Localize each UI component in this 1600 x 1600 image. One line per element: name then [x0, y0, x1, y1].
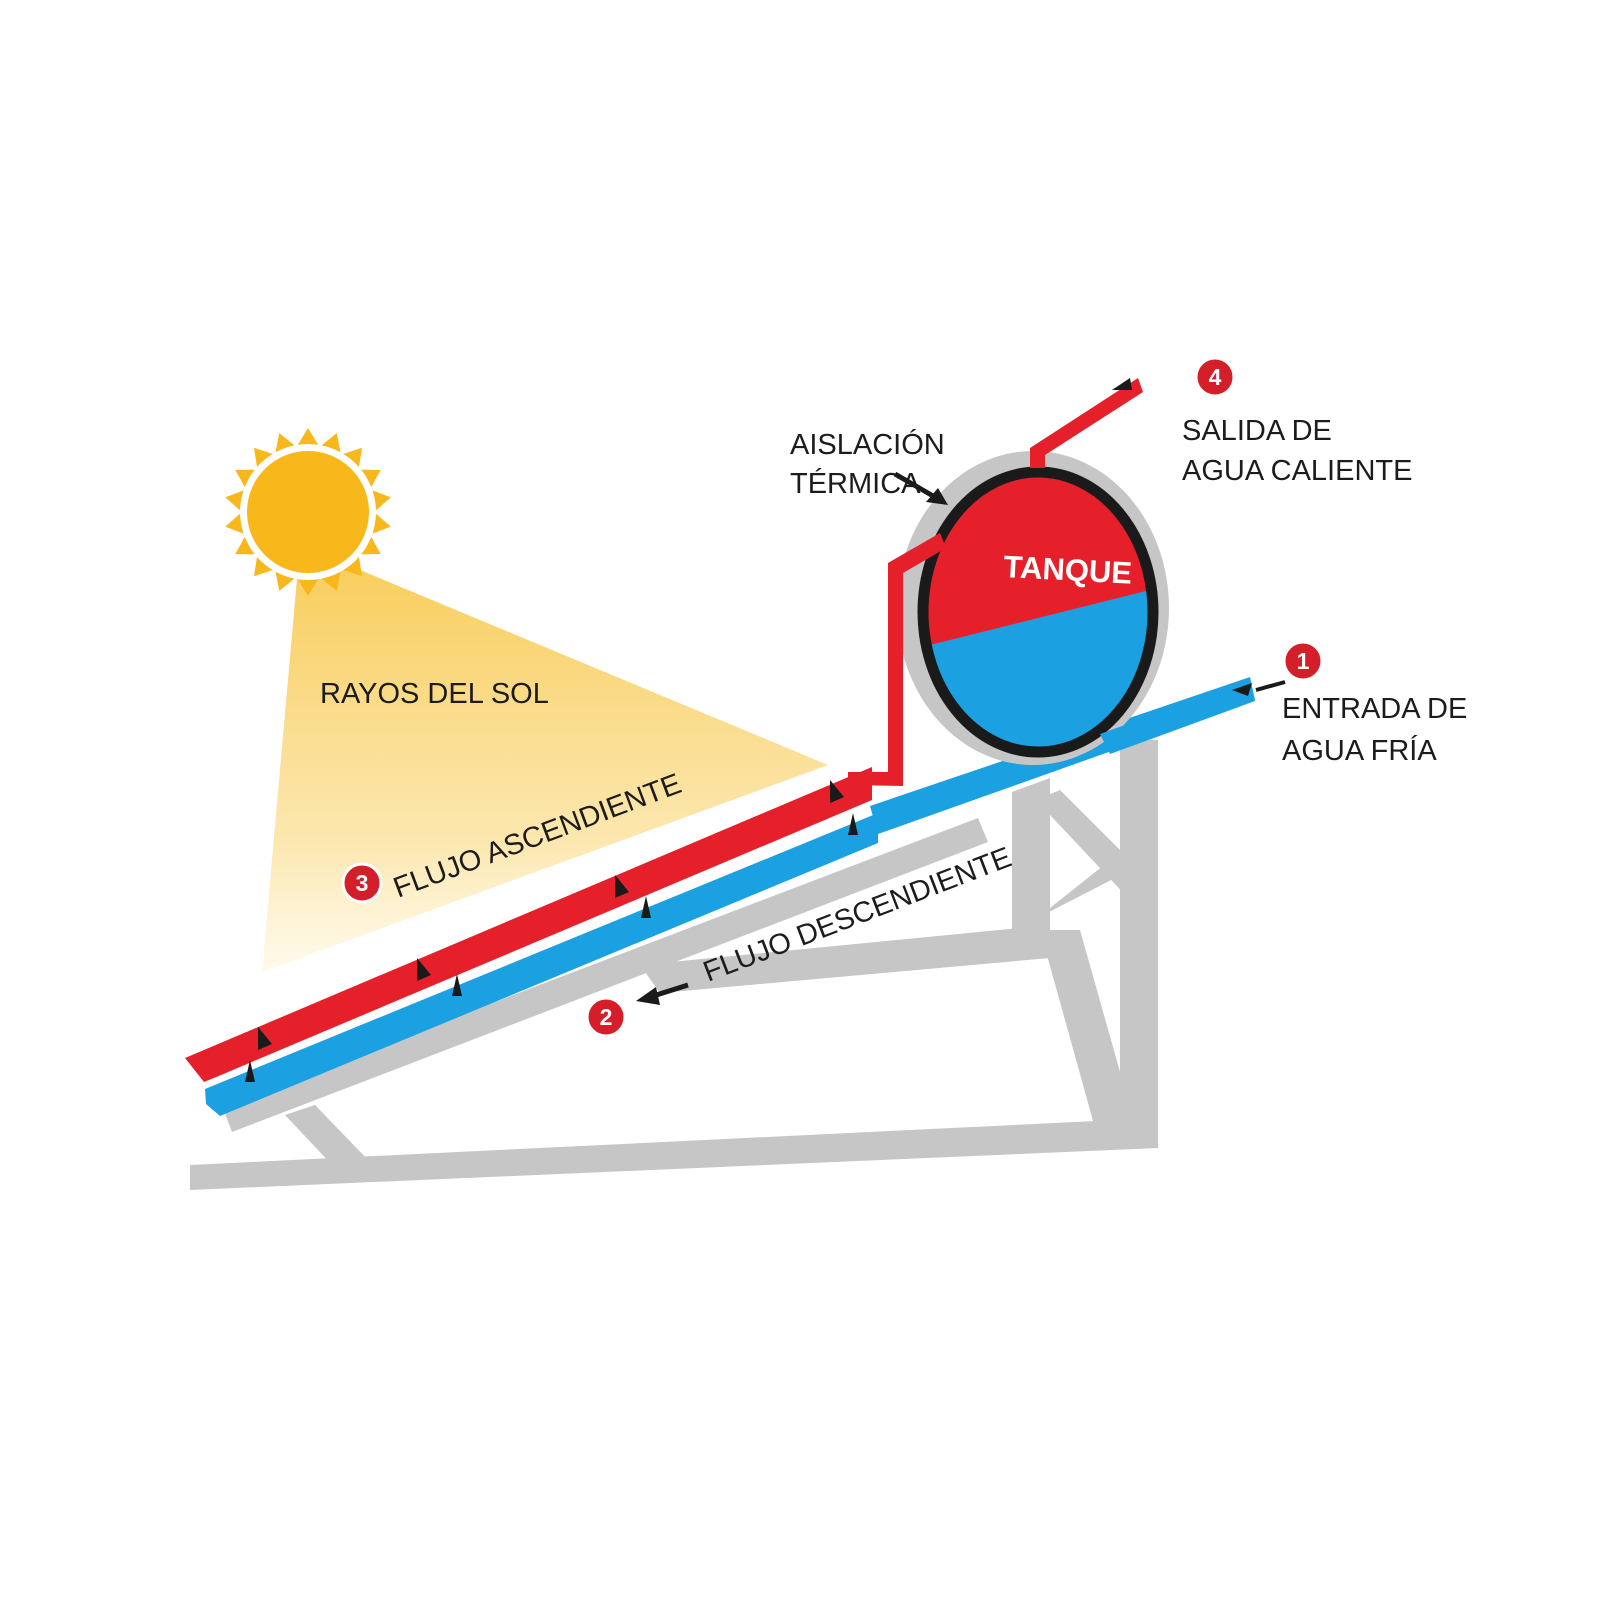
hot-out-label-line1: SALIDA DE — [1182, 415, 1332, 447]
hot-outlet-pipe — [1030, 378, 1143, 468]
tank-hot-water — [923, 472, 1153, 650]
frame-mid-bar — [640, 925, 1050, 993]
step-badge-3: 3 — [341, 862, 383, 904]
frame-base-bar — [190, 1118, 1158, 1190]
cold-collector-pipe — [205, 813, 878, 1116]
hot-riser-pipe — [848, 533, 946, 786]
support-frame — [190, 740, 1158, 1190]
step-badge-1: 1 — [1282, 640, 1324, 682]
frame-brace-1 — [1040, 930, 1135, 1128]
sun-icon — [225, 428, 391, 596]
sun-rays-beam — [262, 545, 828, 972]
flow-arrows — [245, 378, 1252, 1082]
cold-in-label-line1: ENTRADA DE — [1282, 693, 1467, 725]
cold-feed-pipe-front — [1100, 680, 1255, 754]
tank — [897, 451, 1169, 765]
frame-rear-leg — [1120, 740, 1158, 1148]
svg-text:4: 4 — [1209, 364, 1222, 390]
sun-rays-label: RAYOS DEL SOL — [320, 678, 549, 710]
step-badge-4: 4 — [1194, 356, 1236, 398]
hot-out-label-line2: AGUA CALIENTE — [1182, 455, 1412, 487]
svg-text:2: 2 — [600, 1004, 613, 1030]
cold-in-arrow — [1255, 680, 1286, 692]
cold-in-label-line2: AGUA FRÍA — [1282, 734, 1437, 767]
hot-collector-pipe — [185, 767, 872, 1082]
frame-foot-brace — [285, 1105, 370, 1168]
insulation-label-line2: TÉRMICA — [790, 467, 921, 500]
tank-label: TANQUE — [1003, 549, 1133, 591]
pointer-arrows — [636, 471, 1286, 1005]
insulation-label-line1: AISLACIÓN — [790, 428, 945, 461]
frame-lower-rail — [222, 818, 988, 1132]
frame-front-leg — [1012, 778, 1050, 942]
frame-brace-3 — [1018, 838, 1150, 928]
svg-text:1: 1 — [1297, 648, 1310, 674]
svg-text:3: 3 — [356, 870, 369, 896]
step-badge-2: 2 — [585, 996, 627, 1038]
